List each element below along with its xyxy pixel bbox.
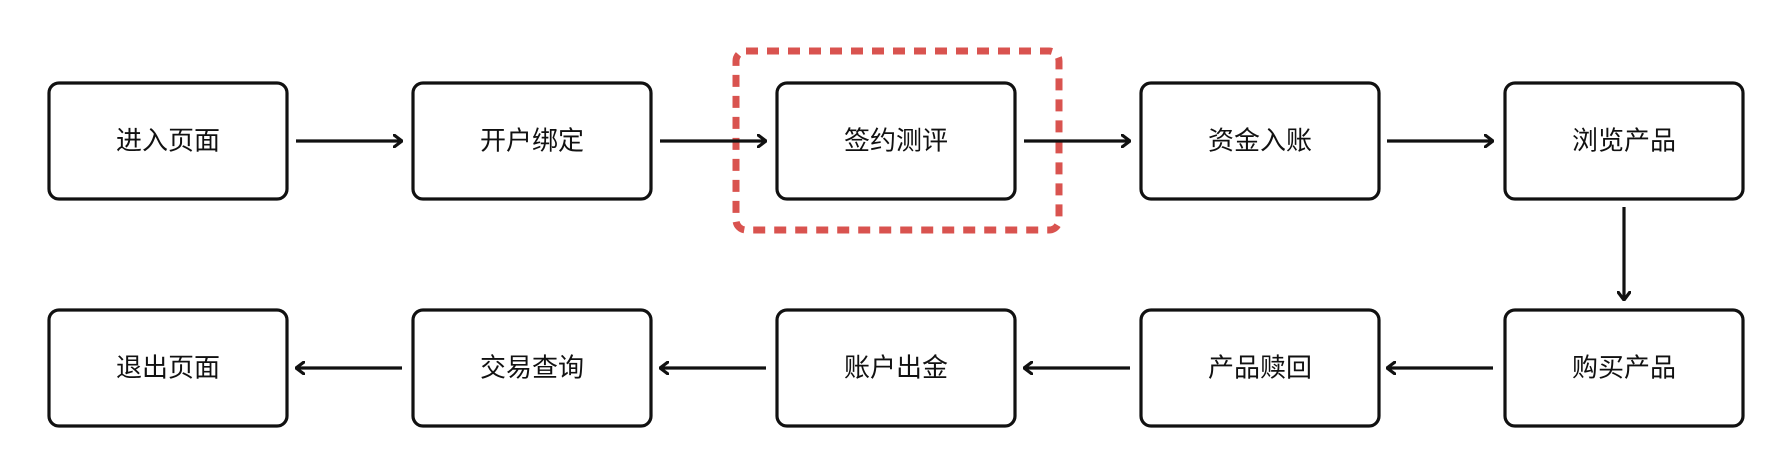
node-zijin-ruzhang: 资金入账 — [1139, 81, 1381, 201]
node-jinru-yemian: 进入页面 — [47, 81, 289, 201]
node-tuichu-yemian: 退出页面 — [47, 308, 289, 428]
node-kaihu-bangding: 开户绑定 — [411, 81, 653, 201]
node-jiaoyi-chaxun: 交易查询 — [411, 308, 653, 428]
node-label: 开户绑定 — [480, 127, 584, 157]
node-zhanghu-chujin: 账户出金 — [775, 308, 1017, 428]
node-label: 进入页面 — [116, 127, 220, 157]
node-label: 签约测评 — [844, 127, 948, 157]
node-liulan-chanpin: 浏览产品 — [1503, 81, 1745, 201]
node-label: 浏览产品 — [1572, 127, 1676, 157]
node-label: 购买产品 — [1572, 354, 1676, 384]
node-chanpin-shuhui: 产品赎回 — [1139, 308, 1381, 428]
node-label: 退出页面 — [116, 354, 220, 384]
node-label: 账户出金 — [844, 354, 948, 384]
node-goumai-chanpin: 购买产品 — [1503, 308, 1745, 428]
node-label: 交易查询 — [480, 354, 584, 384]
node-label: 资金入账 — [1208, 127, 1312, 157]
node-label: 产品赎回 — [1208, 354, 1312, 384]
node-qianyue-ceping: 签约测评 — [775, 81, 1017, 201]
